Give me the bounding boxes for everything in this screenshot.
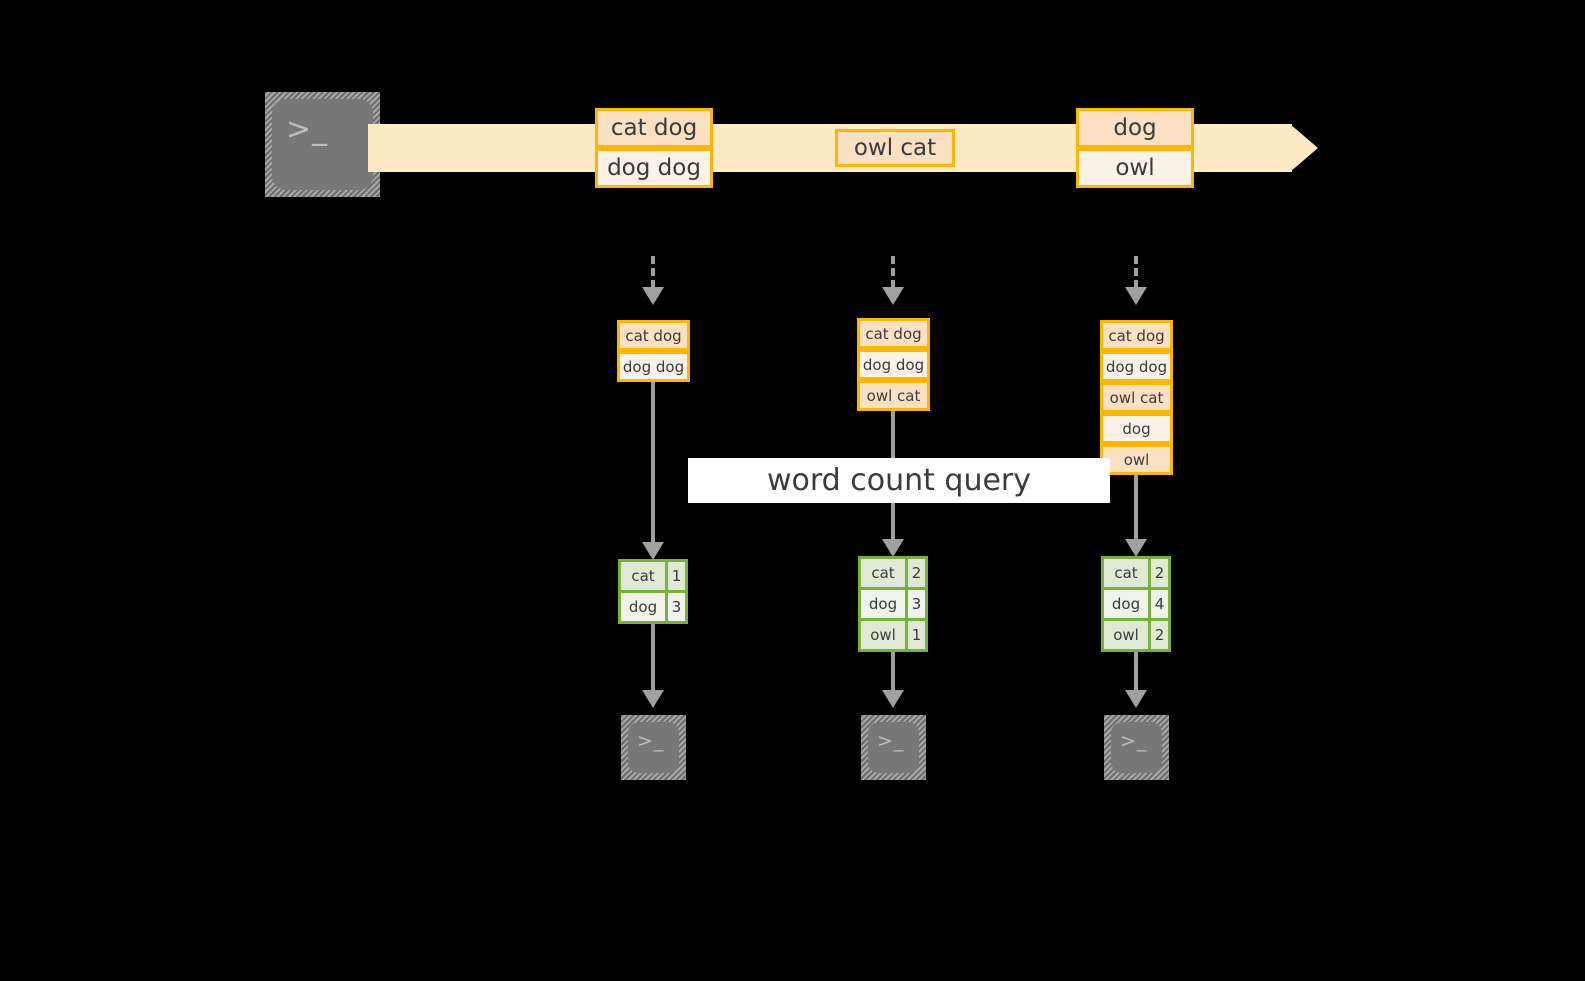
snapshot-record: dog dog <box>857 349 930 380</box>
snapshot-record-text: owl cat <box>1109 388 1164 407</box>
sink-terminal-icon: >_ <box>861 715 926 780</box>
snapshot-record-text: dog dog <box>862 355 925 374</box>
sink-flow-arrowhead-icon <box>882 690 904 708</box>
snapshot-record: cat dog <box>857 318 930 349</box>
stream-record-text: owl <box>1115 155 1155 181</box>
snapshot-record-text: cat dog <box>865 324 922 343</box>
snapshot-tap-line <box>1134 256 1138 288</box>
sink-flow-line <box>891 652 895 694</box>
sink-flow-arrowhead-icon <box>1125 690 1147 708</box>
table-cell-count: 1 <box>665 562 685 590</box>
snapshot-record: cat dog <box>1100 320 1173 351</box>
snapshot-record-text: dog dog <box>1105 357 1168 376</box>
sink-terminal-icon: >_ <box>1104 715 1169 780</box>
snapshot-record: dog dog <box>617 351 690 382</box>
terminal-prompt-glyph: >_ <box>1120 730 1148 752</box>
count-result-table: cat 2 dog 4 owl 2 <box>1101 556 1171 652</box>
terminal-prompt-glyph: >_ <box>286 112 329 147</box>
snapshot-record: dog <box>1100 413 1173 444</box>
snapshot-tap-arrowhead-icon <box>642 287 664 305</box>
snapshot-record-text: owl <box>1123 450 1150 469</box>
count-result-table: cat 1 dog 3 <box>618 559 688 624</box>
sink-flow-line <box>651 624 655 694</box>
snapshot-record: cat dog <box>617 320 690 351</box>
sink-flow-arrowhead-icon <box>642 690 664 708</box>
snapshot-record: dog dog <box>1100 351 1173 382</box>
stream-record-text: dog <box>1113 115 1157 141</box>
snapshot-record-text: owl cat <box>866 386 921 405</box>
table-row: dog 3 <box>621 590 685 621</box>
stream-record: cat dog <box>595 108 713 148</box>
table-row: dog 3 <box>861 587 925 618</box>
query-label-text: word count query <box>766 463 1032 498</box>
snapshot-tap-arrowhead-icon <box>882 287 904 305</box>
snapshot-record-text: dog dog <box>622 357 685 376</box>
sink-flow-line <box>1134 652 1138 694</box>
table-cell-count: 3 <box>665 593 685 621</box>
table-cell-word: owl <box>1113 626 1139 644</box>
query-flow-line <box>651 382 655 547</box>
stream-record: owl <box>1076 148 1194 188</box>
table-cell-word: cat <box>1114 564 1138 582</box>
stream-record-text: owl cat <box>853 135 937 161</box>
table-row: cat 1 <box>621 562 685 590</box>
query-flow-arrowhead-icon <box>1125 539 1147 557</box>
table-cell-count: 2 <box>1148 559 1168 587</box>
snapshot-tap-arrowhead-icon <box>1125 287 1147 305</box>
table-cell-word: dog <box>1111 595 1141 613</box>
query-flow-arrowhead-icon <box>642 542 664 560</box>
terminal-screen: >_ <box>1111 722 1162 773</box>
table-row: owl 1 <box>861 618 925 649</box>
terminal-prompt-glyph: >_ <box>877 730 905 752</box>
snapshot-record-text: cat dog <box>1108 326 1165 345</box>
table-cell-count: 1 <box>905 621 925 649</box>
snapshot-record: owl <box>1100 444 1173 475</box>
table-row: cat 2 <box>861 559 925 587</box>
table-row: dog 4 <box>1104 587 1168 618</box>
stream-record-text: dog dog <box>607 155 701 181</box>
query-label: word count query <box>688 458 1110 503</box>
snapshot-tap-line <box>891 256 895 288</box>
table-cell-count: 3 <box>905 590 925 618</box>
table-cell-word: owl <box>870 626 896 644</box>
table-cell-word: dog <box>628 598 658 616</box>
table-cell-word: cat <box>871 564 895 582</box>
stream-record: dog dog <box>595 148 713 188</box>
sink-terminal-icon: >_ <box>621 715 686 780</box>
count-result-table: cat 2 dog 3 owl 1 <box>858 556 928 652</box>
table-row: cat 2 <box>1104 559 1168 587</box>
table-row: owl 2 <box>1104 618 1168 649</box>
terminal-prompt-glyph: >_ <box>637 730 665 752</box>
snapshot-record: owl cat <box>857 380 930 411</box>
stream-record: dog <box>1076 108 1194 148</box>
snapshot-record-text: dog <box>1122 419 1151 438</box>
source-terminal-icon: >_ <box>265 92 380 197</box>
snapshot-record-text: cat dog <box>625 326 682 345</box>
query-flow-arrowhead-icon <box>882 539 904 557</box>
stream-arrowhead-icon <box>1290 124 1318 172</box>
terminal-screen: >_ <box>628 722 679 773</box>
table-cell-count: 2 <box>905 559 925 587</box>
stream-record-text: cat dog <box>610 115 698 141</box>
query-flow-line <box>1134 475 1138 544</box>
stream-record: owl cat <box>835 129 955 167</box>
snapshot-tap-line <box>651 256 655 288</box>
table-cell-word: cat <box>631 567 655 585</box>
snapshot-record: owl cat <box>1100 382 1173 413</box>
table-cell-count: 4 <box>1148 590 1168 618</box>
table-cell-word: dog <box>868 595 898 613</box>
terminal-screen: >_ <box>868 722 919 773</box>
terminal-screen: >_ <box>272 99 373 190</box>
table-cell-count: 2 <box>1148 621 1168 649</box>
